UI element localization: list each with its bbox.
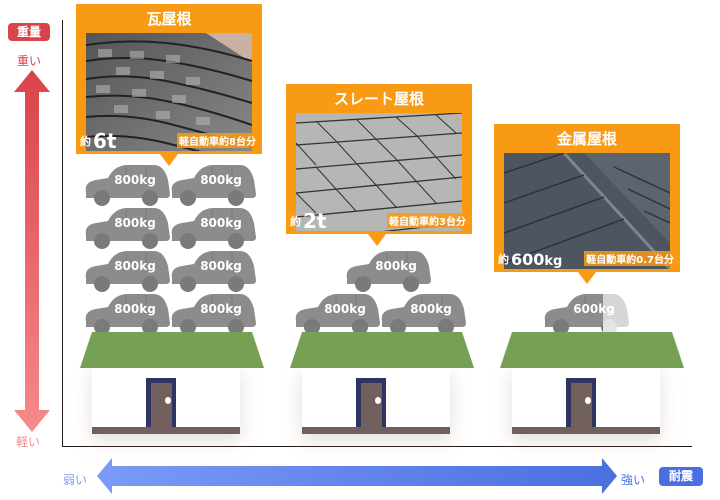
car-icon: 800kg (292, 291, 380, 335)
car-icon: 800kg (82, 248, 170, 292)
car-weight-label: 600kg (573, 302, 615, 316)
slate-roof-photo (296, 113, 462, 231)
metal-roof-photo (504, 153, 670, 269)
car-equivalent: 軽自動車約3台分 (387, 213, 468, 228)
weight-arrow (14, 70, 50, 432)
horizontal-axis-line (62, 446, 692, 447)
car-weight-label: 800kg (200, 259, 242, 273)
panel-pointer (160, 154, 178, 166)
slate-roof-panel: スレート屋根 約 2t 軽自動車約3台分 (286, 84, 472, 234)
metal-roof-panel: 金属屋根 約 600kg 軽自動車約0.7台分 (494, 124, 680, 272)
door (361, 383, 382, 427)
weight-approx: 約 (290, 215, 301, 228)
car-icon: 600kg (541, 291, 629, 335)
house-base (92, 427, 240, 434)
weight-row: 約 2t 軽自動車約3台分 (286, 209, 472, 233)
car-weight-label: 800kg (200, 216, 242, 230)
car-weight-label: 800kg (375, 259, 417, 273)
kawara-roof-panel: 瓦屋根 (76, 4, 262, 154)
house-base (302, 427, 450, 434)
weight-approx: 約 (80, 135, 91, 148)
heavy-label: 重い (17, 54, 42, 68)
door (571, 383, 592, 427)
car-icon: 800kg (168, 291, 256, 335)
car-icon: 800kg (168, 162, 256, 206)
panel-title: 金属屋根 (556, 130, 617, 148)
car-weight-label: 800kg (114, 173, 156, 187)
door (151, 383, 172, 427)
earthquake-resistance-badge: 耐震 (659, 467, 703, 486)
weight-badge: 重量 (8, 23, 50, 41)
door-knob (375, 397, 381, 404)
car-icon: 800kg (82, 291, 170, 335)
house-metal (500, 332, 684, 442)
car-weight-label: 800kg (114, 302, 156, 316)
house-slate (290, 332, 474, 442)
car-icon: 800kg (82, 162, 170, 206)
strong-label: 強い (621, 473, 646, 487)
house-base (512, 427, 660, 434)
car-weight-label: 800kg (410, 302, 452, 316)
panel-title: 瓦屋根 (146, 10, 192, 28)
weight-value: 2t (303, 209, 327, 233)
car-weight-label: 800kg (114, 216, 156, 230)
weak-label: 弱い (63, 473, 88, 487)
door-knob (585, 397, 591, 404)
weight-approx: 約 (498, 253, 509, 266)
car-icon: 800kg (378, 291, 466, 335)
earthquake-resistance-arrow (97, 458, 617, 494)
car-icon: 800kg (82, 205, 170, 249)
kawara-tile-roof-photo (86, 33, 252, 151)
car-icon: 800kg (343, 248, 431, 292)
car-equivalent: 軽自動車約0.7台分 (584, 251, 676, 266)
weight-value: 6t (93, 129, 117, 153)
panel-pointer (368, 234, 386, 246)
house-roof (80, 332, 264, 368)
car-weight-label: 800kg (324, 302, 366, 316)
weight-row: 約 600kg 軽自動車約0.7台分 (494, 249, 680, 269)
weight-row: 約 6t 軽自動車約8台分 (76, 129, 262, 153)
weight-value: 600kg (511, 250, 563, 269)
vertical-axis-line (62, 20, 63, 446)
panel-pointer (578, 272, 596, 284)
car-icon: 800kg (168, 248, 256, 292)
house-roof (290, 332, 474, 368)
car-icon: 800kg (168, 205, 256, 249)
car-weight-label: 800kg (200, 302, 242, 316)
car-weight-label: 800kg (200, 173, 242, 187)
house-kawara (80, 332, 264, 442)
car-equivalent: 軽自動車約8台分 (177, 133, 258, 148)
house-roof (500, 332, 684, 368)
panel-title: スレート屋根 (333, 90, 424, 108)
door-knob (165, 397, 171, 404)
car-weight-label: 800kg (114, 259, 156, 273)
light-label: 軽い (16, 435, 41, 449)
